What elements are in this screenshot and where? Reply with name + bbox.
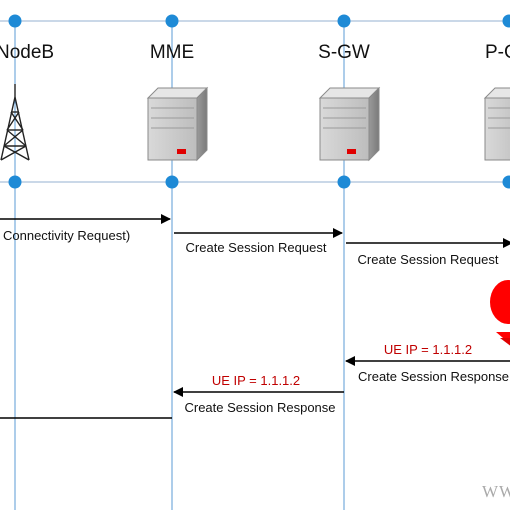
lifeline-dot	[165, 175, 179, 189]
lifeline-dot	[502, 14, 510, 28]
pgw-server-icon	[483, 87, 510, 161]
lifeline-dot	[8, 14, 22, 28]
node-label-sgw: S-GW	[318, 42, 370, 63]
node-label-enodeb: NodeB	[0, 42, 54, 63]
msg-create-session-response-1: Create Session Response	[358, 369, 509, 384]
sgw-server-icon	[318, 86, 381, 162]
node-label-pgw: P-G	[485, 42, 510, 63]
ue-ip-label-1: UE IP = 1.1.1.2	[384, 342, 472, 357]
msg-create-session-request-1: Create Session Request	[186, 240, 327, 255]
lifeline-dot	[502, 175, 510, 189]
alert-burst-icon	[490, 280, 510, 346]
lifeline-dot	[337, 14, 351, 28]
mme-server-icon	[146, 86, 209, 162]
cell-tower-icon	[0, 84, 30, 161]
lifeline-dot	[165, 14, 179, 28]
msg-pdn-request: Connectivity Request)	[3, 228, 130, 243]
lifeline-dot	[337, 175, 351, 189]
lifeline-dot	[8, 175, 22, 189]
node-label-mme: MME	[150, 42, 194, 63]
watermark: WW	[482, 482, 510, 501]
msg-create-session-response-2: Create Session Response	[184, 400, 335, 415]
msg-create-session-request-2: Create Session Request	[358, 252, 499, 267]
ue-ip-label-2: UE IP = 1.1.1.2	[212, 373, 300, 388]
